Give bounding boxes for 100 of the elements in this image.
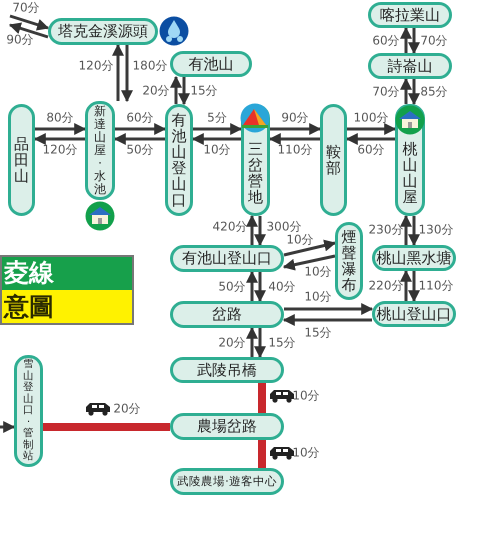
banner-title: 夌線 [4,258,54,288]
place-pill [170,51,252,77]
arrow [34,133,85,145]
place-pill [170,413,284,440]
time-label: 90分 [6,32,34,48]
time-label: 15分 [190,82,218,100]
time-label: 10分 [292,388,320,404]
arrow [35,123,86,135]
place-name: 喀拉業山 [380,8,440,22]
time-label: 100分 [354,110,388,126]
arrow [284,240,336,256]
place-pill [170,468,284,495]
time-label: 110分 [418,278,454,294]
arrow [246,214,258,245]
time-label: 50分 [218,278,246,296]
arrow [193,123,242,135]
connector-line [258,383,266,413]
place-pill-vertical [395,104,425,216]
time-label: 85分 [420,84,448,100]
arrow [121,45,133,102]
arrow [246,326,258,357]
time-label: 60分 [126,110,154,126]
place-name: 有池山 [188,56,234,72]
time-label: 420分 [212,218,248,236]
place-pill-vertical [241,104,270,216]
place-name: 有池山登山口 [182,251,272,266]
time-label: 20分 [218,334,246,352]
arrow [254,216,266,246]
place-pill [48,18,158,45]
place-name: 塔克金溪源頭 [58,24,148,39]
time-label: 220分 [368,278,404,294]
arrow [400,214,412,245]
arrow [0,421,16,433]
arrow [192,133,241,145]
arrow [408,271,420,302]
place-pill-vertical [8,104,35,216]
place-pill [368,2,452,28]
arrow [270,123,322,135]
place-name: 桃山登山口 [376,306,452,322]
time-label: 70分 [372,84,400,100]
arrow [112,44,124,101]
time-label: 110分 [278,142,312,158]
arrow [114,133,165,145]
place-pill [372,301,456,327]
time-label: 15分 [268,334,296,352]
time-label: 15分 [304,324,332,342]
place-pill-vertical [85,101,115,200]
arrow [408,28,420,54]
time-label: 70分 [12,0,40,16]
arrow [400,78,412,104]
arrow [282,314,372,326]
time-label: 20分 [113,400,141,418]
arrow [10,14,50,30]
place-pill-vertical [320,104,347,216]
arrow [400,270,412,301]
arrow [254,272,266,302]
connector-line [43,423,170,431]
time-label: 80分 [46,110,74,126]
place-name: 有池山登山口 [171,112,187,208]
time-label: 300分 [266,218,302,234]
place-name: 桃山山屋 [402,141,418,205]
place-name: 岔路 [212,307,242,322]
place-name: 新達山屋·水池 [94,105,106,196]
arrow [346,133,395,145]
time-label: 120分 [42,142,78,158]
place-pill [368,53,452,79]
place-name: 武陵吊橋 [197,362,257,378]
time-label: 10分 [286,232,314,248]
arrow [246,270,258,301]
time-label: 60分 [357,142,385,158]
time-label: 180分 [132,58,168,74]
place-pill-vertical [335,222,363,300]
time-label: 10分 [304,288,332,306]
place-name: 武陵農場·遊客中心 [177,476,277,488]
time-label: 120分 [78,58,114,74]
time-label: 5分 [207,110,227,126]
arrow [268,133,320,145]
time-label: 20分 [142,82,170,100]
connector-line [258,440,266,468]
time-label: 50分 [126,142,154,158]
place-pill [372,245,456,271]
arrow [284,303,374,315]
banner-title: 意圖 [4,292,54,322]
place-name: 三岔營地 [248,141,264,205]
time-label: 90分 [281,110,309,126]
time-label: 130分 [418,222,454,238]
place-name: 桃山黑水塘 [376,250,452,266]
arrow [408,216,420,246]
time-label: 10分 [304,264,332,280]
arrow [347,123,396,135]
arrow [8,22,48,38]
place-pill [170,301,284,328]
place-name: 詩崙山 [388,58,432,74]
time-label: 70分 [420,32,448,50]
arrow [254,328,266,358]
place-name: 鞍部 [326,144,342,176]
time-label: 230分 [368,222,404,238]
arrow [400,26,412,53]
place-pill-vertical [14,355,43,467]
arrow [115,123,166,135]
